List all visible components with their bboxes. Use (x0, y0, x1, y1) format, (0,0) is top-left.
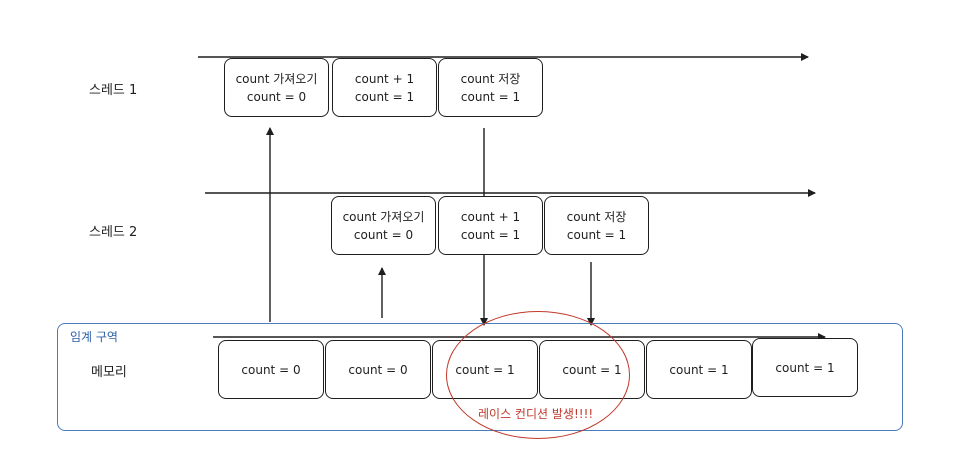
memory-cell: count = 1 (752, 338, 858, 397)
step-value: count = 1 (460, 227, 521, 242)
step-value: count = 1 (354, 89, 415, 104)
memory-cell: count = 1 (646, 340, 752, 399)
step-value: count = 0 (353, 227, 414, 242)
step-action: count 저장 (566, 209, 627, 224)
thread2-label: 스레드 2 (89, 225, 138, 240)
thread1-step-increment: count + 1 count = 1 (332, 58, 437, 117)
step-value: count = 1 (460, 89, 521, 104)
critical-section-zone (57, 323, 903, 431)
step-action: count 가져오기 (342, 209, 425, 224)
thread2-step-store: count 저장 count = 1 (544, 196, 649, 255)
memory-label: 메모리 (91, 365, 127, 380)
memory-value: count = 1 (775, 360, 835, 375)
thread1-step-fetch: count 가져오기 count = 0 (224, 58, 329, 117)
thread1-label: 스레드 1 (89, 83, 138, 98)
thread2-step-fetch: count 가져오기 count = 0 (331, 196, 436, 255)
step-action: count 저장 (460, 71, 521, 86)
memory-cell: count = 0 (218, 340, 324, 399)
memory-value: count = 0 (241, 362, 301, 377)
thread1-step-store: count 저장 count = 1 (438, 58, 543, 117)
race-condition-label: 레이스 컨디션 발생!!!! (478, 407, 594, 421)
step-value: count = 0 (246, 89, 307, 104)
race-condition-ellipse (446, 311, 630, 439)
step-action: count + 1 (460, 209, 521, 224)
step-action: count 가져오기 (235, 71, 318, 86)
thread2-step-increment: count + 1 count = 1 (438, 196, 543, 255)
memory-cell: count = 0 (325, 340, 431, 399)
step-value: count = 1 (566, 227, 627, 242)
memory-value: count = 1 (669, 362, 729, 377)
step-action: count + 1 (354, 71, 415, 86)
memory-value: count = 0 (348, 362, 408, 377)
critical-section-label: 임계 구역 (70, 330, 118, 344)
